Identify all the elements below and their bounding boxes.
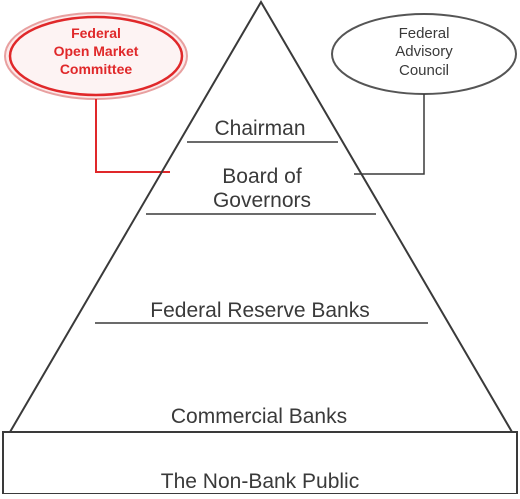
fomc-label-line-1: Federal [71,25,121,41]
advisory-connector [354,94,425,175]
advisory-label-line-2: Advisory [395,43,453,60]
board-label-line-2: Governors [213,189,311,212]
reserve-banks-label: Federal Reserve Banks [150,299,369,322]
public-base-box [2,431,518,495]
fomc-node: Federal Open Market Committee [4,12,188,100]
chairman-label: Chairman [214,117,305,140]
board-label-line-1: Board of [222,165,302,188]
commercial-banks-label: Commercial Banks [171,405,347,428]
advisory-label-line-3: Council [399,62,449,79]
fomc-label-line-3: Committee [60,61,133,77]
fomc-ellipse [8,15,184,97]
public-label: The Non-Bank Public [161,470,359,493]
advisory-council-node: Federal Advisory Council [331,13,517,95]
pyramid-outline [9,0,513,433]
fomc-label-line-2: Open Market [54,43,139,59]
fomc-connector [95,99,170,173]
advisory-label-line-1: Federal [399,25,450,42]
